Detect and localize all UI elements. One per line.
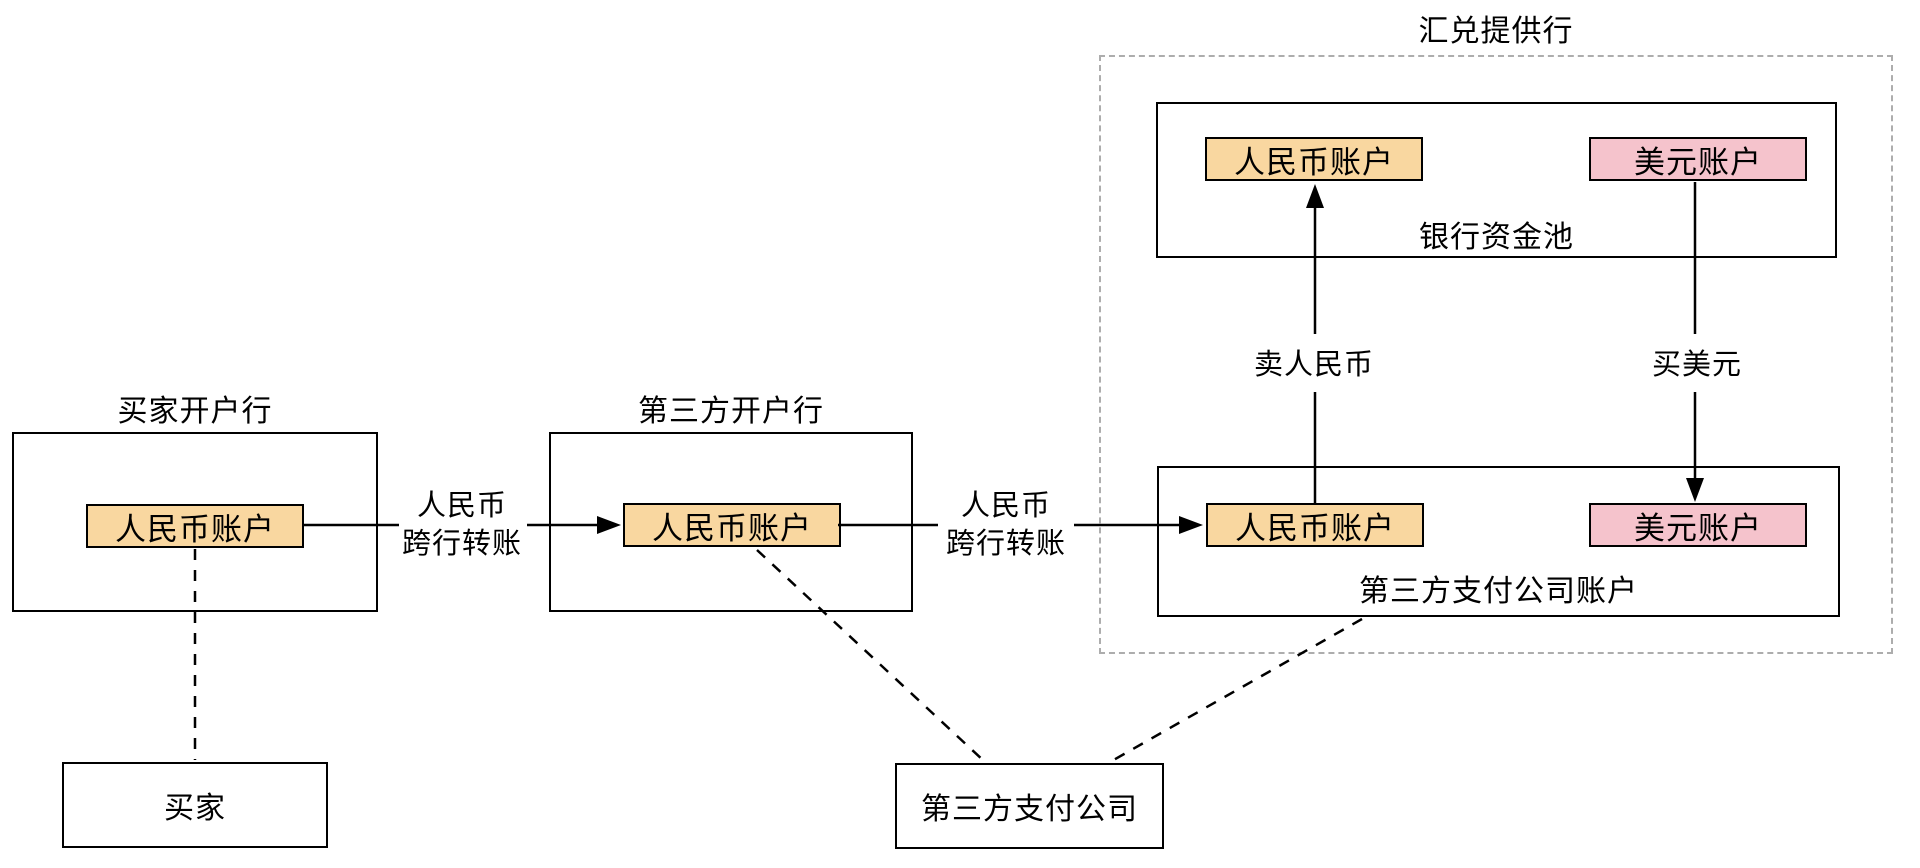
third-party-bank-rmb-account: 人民币账户: [623, 503, 841, 547]
buy-usd-label: 买美元: [1651, 349, 1742, 381]
buyer-bank-rmb-account: 人民币账户: [86, 504, 304, 548]
transfer1-label-line2: 跨行转账: [401, 528, 522, 560]
third-party-bank-title: 第三方开户行: [638, 395, 824, 428]
transfer2-label: 人民币 跨行转账: [921, 487, 1091, 563]
exchange-provider-container: [1099, 55, 1893, 654]
transfer1-label: 人民币 跨行转账: [377, 487, 547, 563]
buyer-box: 买家: [62, 762, 328, 848]
tp-payment-usd-account: 美元账户: [1589, 503, 1807, 547]
payment-company-box: 第三方支付公司: [895, 763, 1164, 849]
tp-payment-rmb-account: 人民币账户: [1206, 503, 1424, 547]
bank-pool-usd-account: 美元账户: [1589, 137, 1807, 181]
transfer2-label-line2: 跨行转账: [945, 528, 1066, 560]
transfer1-label-line1: 人民币: [416, 490, 507, 522]
tp-payment-account-label: 第三方支付公司账户: [1359, 575, 1638, 608]
transfer2-label-line1: 人民币: [960, 490, 1051, 522]
bank-pool-rmb-account: 人民币账户: [1205, 137, 1423, 181]
exchange-provider-title: 汇兑提供行: [1418, 15, 1574, 48]
bank-pool-label: 银行资金池: [1419, 221, 1574, 254]
sell-rmb-label: 卖人民币: [1253, 349, 1374, 381]
buyer-bank-title: 买家开户行: [117, 395, 273, 428]
